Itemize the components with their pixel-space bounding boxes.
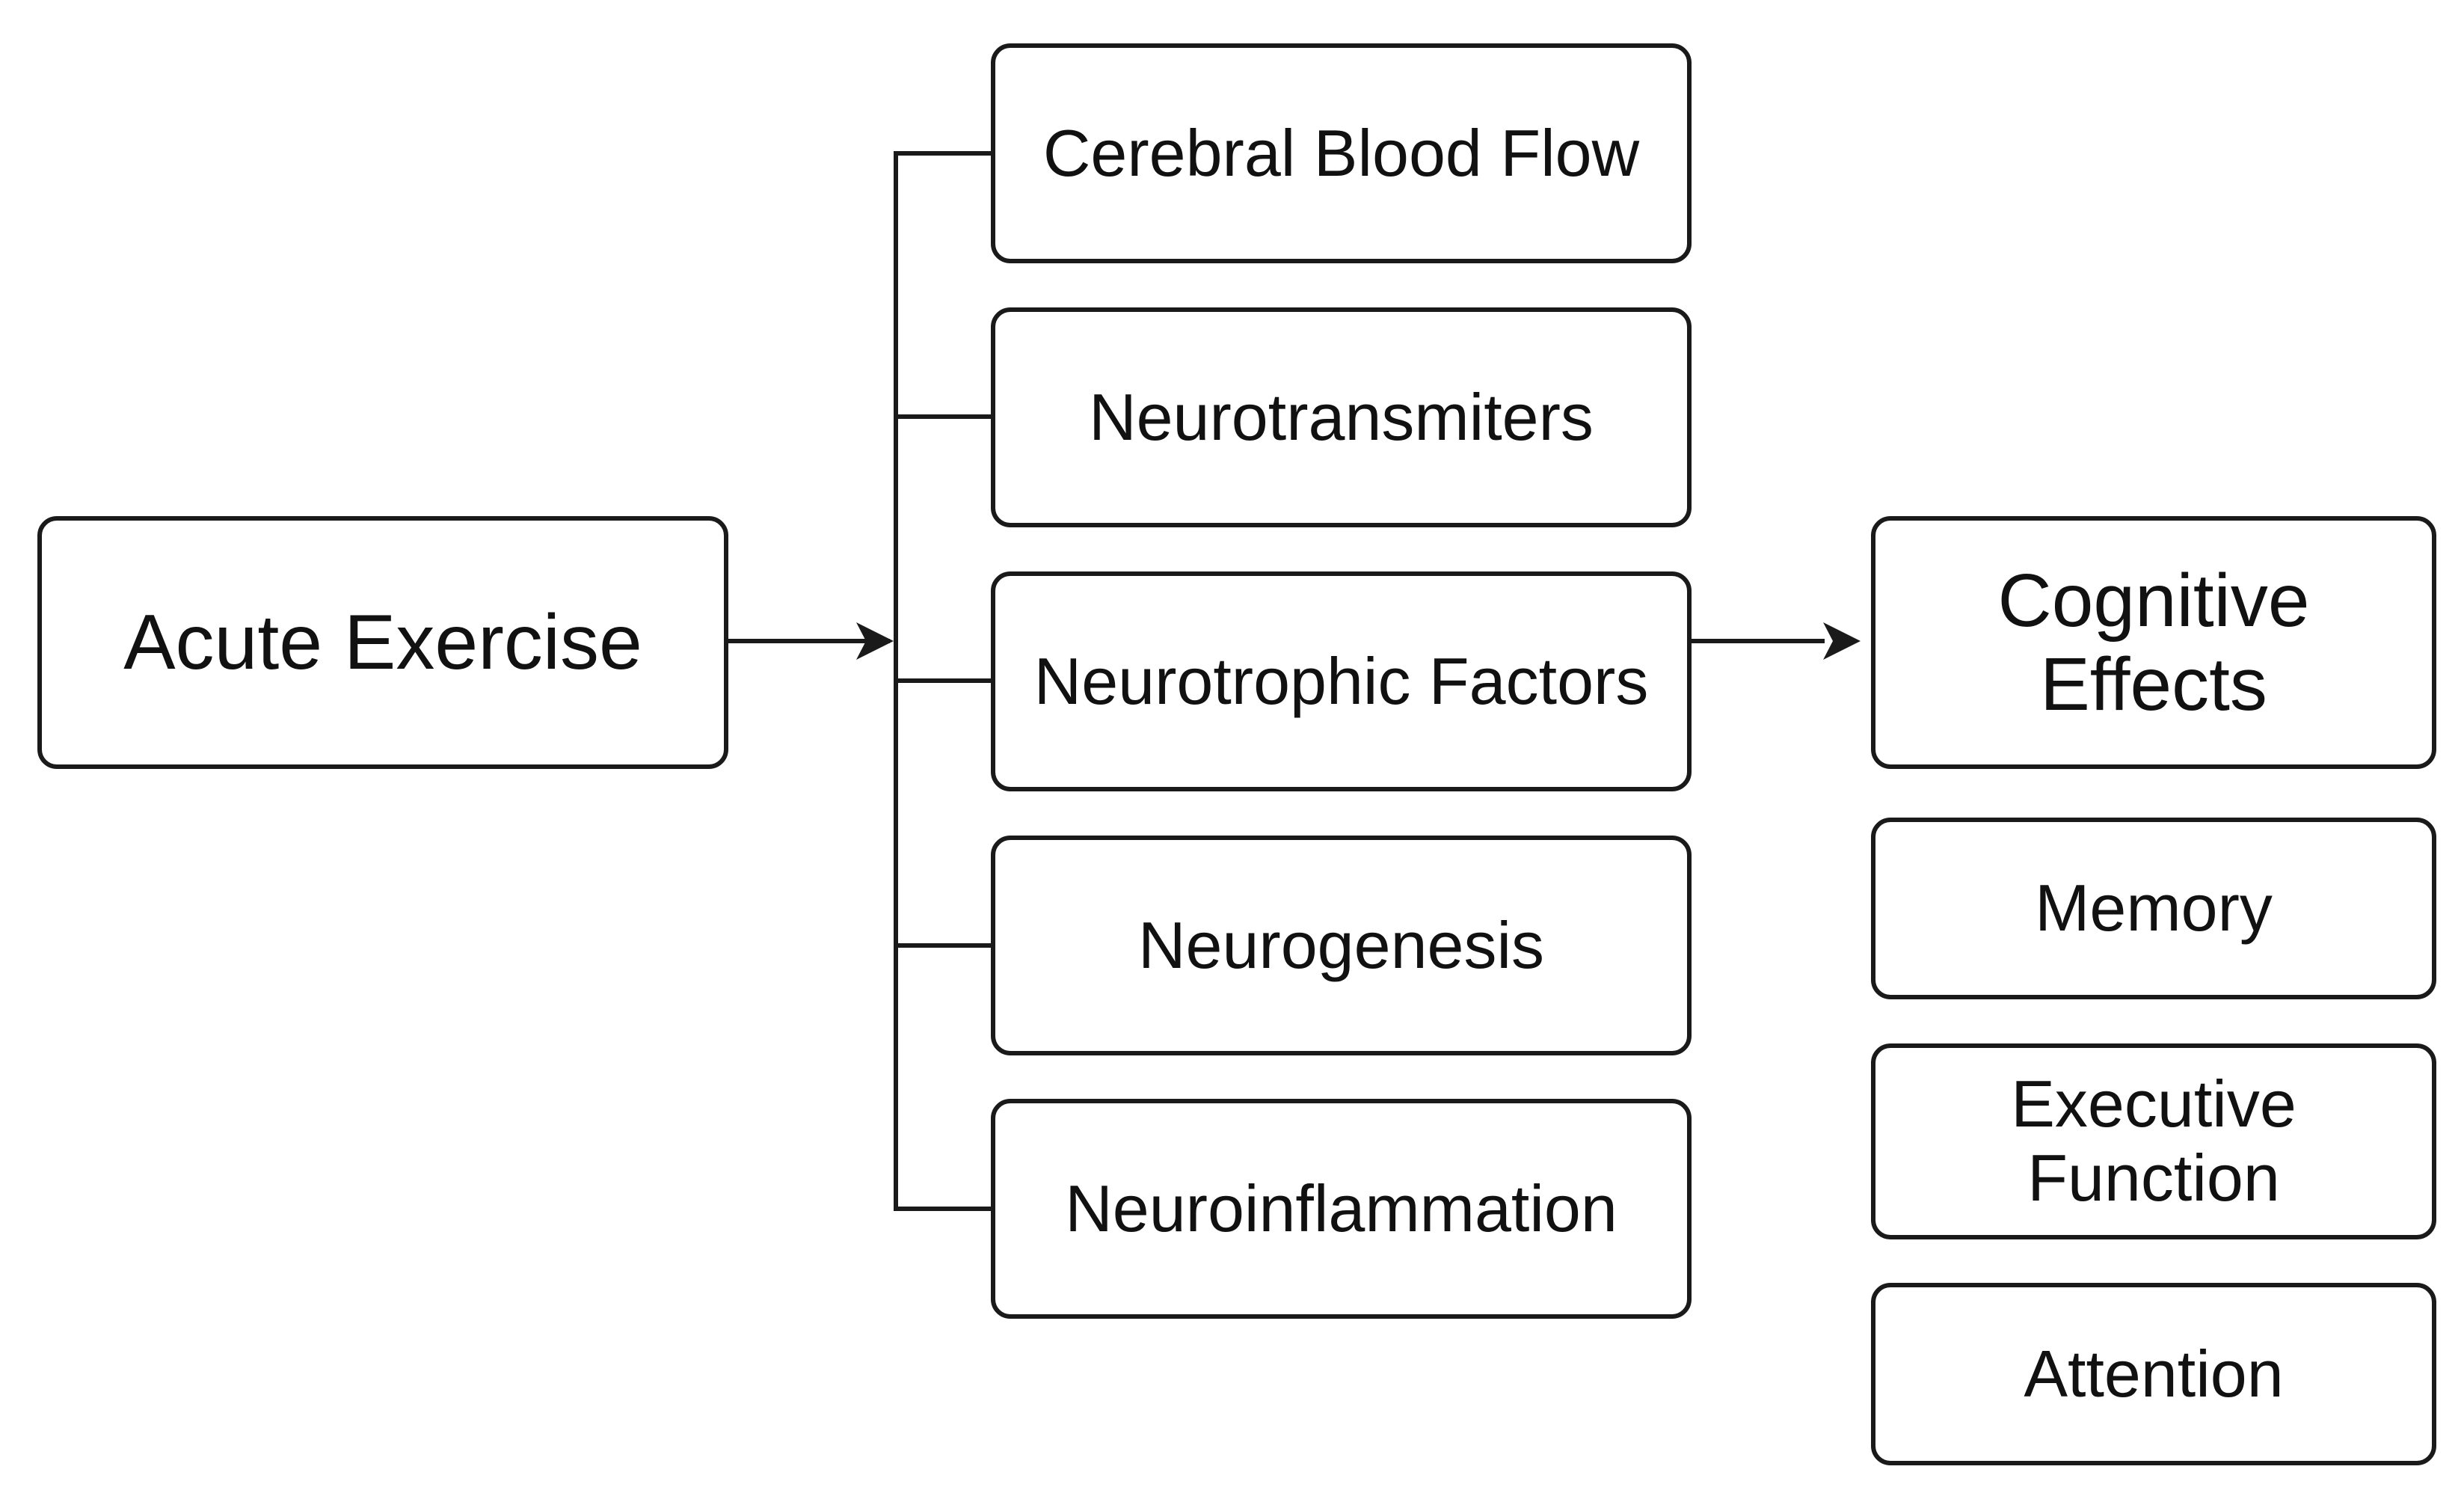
node-memory-label: Memory xyxy=(2035,871,2273,945)
node-neurogenesis: Neurogenesis xyxy=(991,836,1692,1055)
node-cerebral-blood-flow: Cerebral Blood Flow xyxy=(991,43,1692,263)
node-neurogenesis-label: Neurogenesis xyxy=(1138,907,1544,982)
node-cognitive-effects-label: Cognitive Effects xyxy=(1997,559,2310,726)
node-neurotrophic-factors-label: Neurotrophic Factors xyxy=(1033,643,1649,718)
node-attention: Attention xyxy=(1871,1283,2436,1465)
node-neurotransmiters-label: Neurotransmiters xyxy=(1089,379,1594,454)
node-neurotransmiters: Neurotransmiters xyxy=(991,307,1692,527)
node-neuroinflammation-label: Neuroinflammation xyxy=(1065,1171,1617,1245)
node-memory: Memory xyxy=(1871,818,2436,999)
node-neuroinflammation: Neuroinflammation xyxy=(991,1099,1692,1319)
node-neurotrophic-factors: Neurotrophic Factors xyxy=(991,571,1692,791)
node-executive-function: Executive Function xyxy=(1871,1043,2436,1239)
node-acute-exercise: Acute Exercise xyxy=(37,516,728,769)
node-acute-exercise-label: Acute Exercise xyxy=(123,598,642,686)
source-arrowhead-icon xyxy=(856,622,894,660)
node-attention-label: Attention xyxy=(2024,1336,2284,1411)
node-executive-function-label: Executive Function xyxy=(2011,1067,2296,1215)
node-cerebral-blood-flow-label: Cerebral Blood Flow xyxy=(1042,115,1640,190)
node-cognitive-effects: Cognitive Effects xyxy=(1871,516,2436,769)
outcome-arrowhead-icon xyxy=(1823,622,1861,660)
